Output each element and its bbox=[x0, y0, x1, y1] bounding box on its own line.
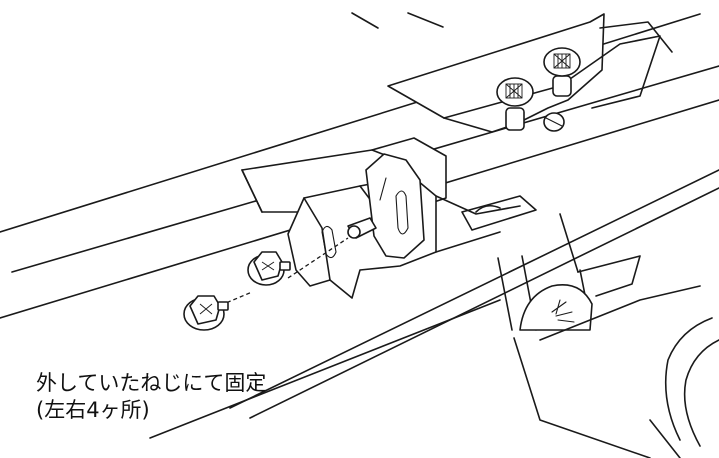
fixing-screw-outer bbox=[183, 295, 229, 331]
upper-screw-right bbox=[543, 47, 581, 97]
side-housing bbox=[649, 317, 719, 458]
caption-line-1: 外していたねじにて固定 bbox=[36, 371, 267, 395]
assembly-caption: 外していたねじにて固定 (左右4ヶ所) bbox=[36, 370, 266, 424]
upper-mounting-screws bbox=[496, 47, 581, 132]
assembly-guide-line bbox=[213, 237, 349, 309]
fixing-screw-inner bbox=[247, 251, 291, 286]
upper-plate bbox=[387, 13, 673, 133]
caption-line-2: (左右4ヶ所) bbox=[36, 398, 150, 422]
upper-screw-left bbox=[496, 77, 534, 131]
lower-rail-detail bbox=[461, 195, 701, 458]
mounting-bracket bbox=[241, 137, 521, 299]
